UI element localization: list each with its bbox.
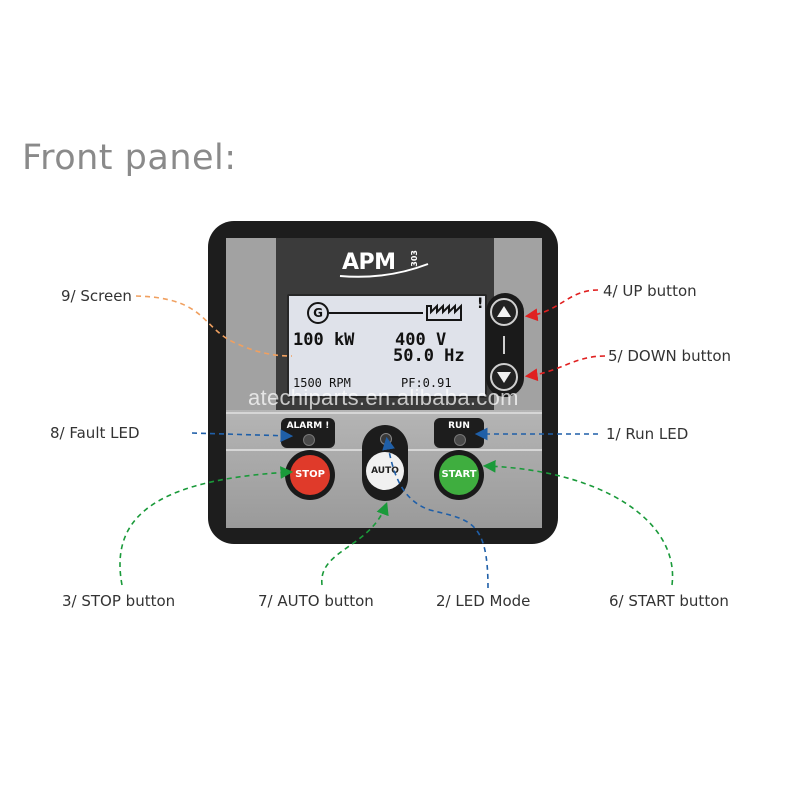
power-factor-reading: PF:0.91 [401, 376, 452, 390]
fault-led [303, 434, 315, 446]
auto-button-label: 7/ AUTO button [258, 592, 374, 610]
stop-button[interactable]: STOP [290, 455, 330, 495]
logo-swoosh-icon [339, 263, 429, 278]
screen-callout-line [135, 295, 293, 357]
watermark: atechiparts.en.alibaba.com [248, 385, 519, 410]
fault-led-callout-line [191, 429, 294, 443]
up-button[interactable] [490, 298, 518, 326]
screen-label: 9/ Screen [61, 287, 132, 305]
start-button-label: 6/ START button [609, 592, 729, 610]
auto-callout-line [321, 502, 389, 586]
start-callout-line [482, 459, 674, 586]
run-led [454, 434, 466, 446]
up-callout-line [524, 289, 599, 322]
led-mode-callout-line [382, 436, 489, 589]
stop-callout-line [119, 466, 294, 586]
down-arrow-icon [497, 372, 511, 383]
page-title: Front panel: [22, 138, 237, 178]
alert-icon: ! [477, 296, 484, 312]
brand-logo: APM 303 [336, 246, 436, 282]
factory-icon [426, 303, 462, 321]
brand-name: APM [342, 250, 396, 275]
voltage-reading: 400 V [395, 330, 447, 350]
power-line [329, 312, 423, 314]
run-led-label: 1/ Run LED [606, 425, 689, 443]
nav-separator [503, 336, 505, 354]
down-callout-line [524, 355, 606, 382]
led-mode-label: 2/ LED Mode [436, 592, 531, 610]
side-strip-left [226, 238, 276, 410]
down-button[interactable] [490, 363, 518, 391]
auto-button[interactable]: AUTO [366, 452, 404, 490]
stripe [226, 412, 542, 414]
up-arrow-icon [497, 306, 511, 317]
run-label: RUN [448, 421, 470, 431]
lcd-screen: G 100 kW 400 V 50.0 Hz 1500 RPM PF:0.91 [287, 294, 487, 398]
rpm-reading: 1500 RPM [293, 376, 351, 390]
frequency-reading: 50.0 Hz [393, 346, 465, 366]
down-button-label: 5/ DOWN button [608, 347, 732, 365]
stop-button-label: 3/ STOP button [62, 592, 176, 610]
generator-icon: G [307, 302, 329, 324]
up-button-label: 4/ UP button [603, 282, 697, 300]
power-reading: 100 kW [293, 330, 355, 350]
fault-led-label: 8/ Fault LED [50, 424, 140, 442]
alarm-label: ALARM ! [286, 421, 330, 431]
start-button[interactable]: START [439, 455, 479, 495]
